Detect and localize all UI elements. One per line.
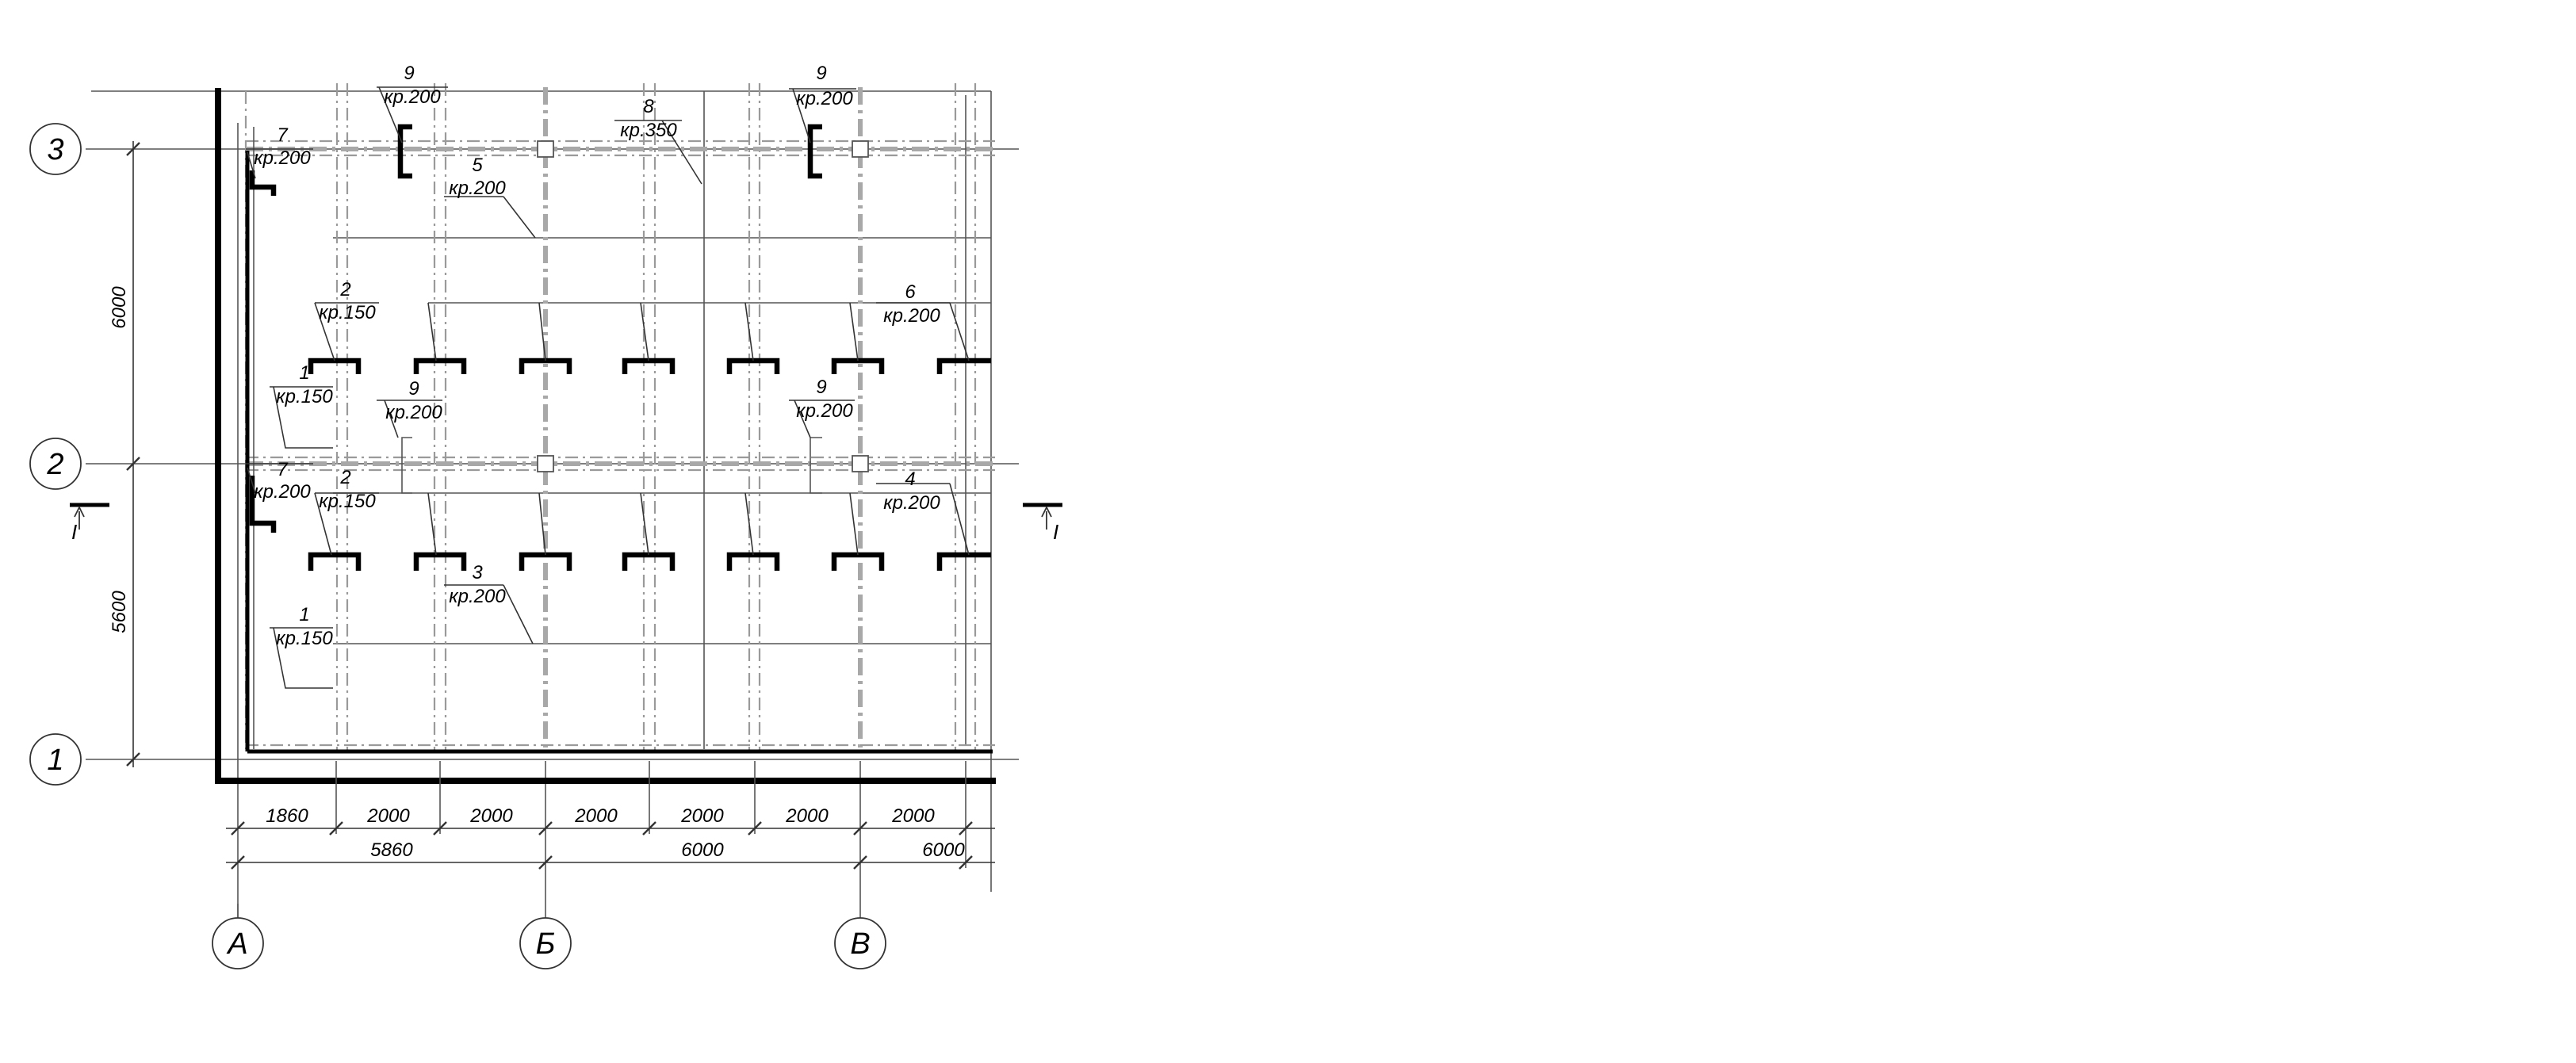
callout-label: кр.150: [319, 491, 376, 512]
row-axis-markers: 3 2 1: [29, 123, 82, 786]
dimension-value: 2000: [680, 805, 724, 827]
callout-number: 9: [404, 63, 414, 84]
channel-profile: [936, 552, 991, 571]
channel-profile: [622, 358, 676, 374]
callout-label: кр.200: [796, 88, 853, 109]
callout-number: 7: [277, 459, 289, 480]
dimension-value: 6000: [922, 839, 965, 861]
dimension-value: 2000: [366, 805, 410, 827]
axis-bubble: [834, 917, 886, 969]
callout-number: 7: [277, 124, 289, 146]
callout-number: 1: [299, 362, 309, 384]
column-v2: [852, 455, 869, 472]
axis-bubble: [29, 733, 82, 786]
callout-label: кр.350: [620, 120, 677, 141]
channel-profile: [622, 552, 676, 571]
callout-number: 6: [905, 281, 916, 303]
axis-label-row: 2: [46, 448, 63, 481]
callout-number: 2: [339, 467, 350, 488]
callout-label: кр.150: [319, 302, 376, 323]
axis-label-row: 3: [47, 133, 63, 166]
channel-profile: [936, 358, 991, 374]
axis-label-row: 1: [47, 744, 63, 777]
column-b3: [537, 140, 554, 158]
axis-bubble: [519, 917, 572, 969]
column-v3: [852, 140, 869, 158]
dimension-value: 6000: [109, 286, 130, 329]
column-b2: [537, 455, 554, 472]
columns: [537, 140, 869, 472]
dimension-value: 2000: [574, 805, 618, 827]
channel-profile: [308, 358, 362, 374]
channel-profile: [726, 358, 780, 374]
callout-number: 9: [816, 377, 826, 398]
channel-profiles: [249, 124, 991, 571]
section-marks: I I: [70, 503, 1062, 544]
channel-profile: [413, 552, 467, 571]
callout-number: 3: [472, 562, 483, 583]
channel-profile: [308, 552, 362, 571]
callout-label: кр.200: [449, 178, 506, 199]
channel-profile: [726, 552, 780, 571]
callout-label: кр.150: [276, 386, 333, 407]
dashed-members: [244, 83, 995, 753]
axis-label-column: В: [850, 927, 870, 961]
dimension-value: 5600: [109, 591, 130, 633]
callout-number: 9: [816, 63, 826, 84]
axis-bubble: [29, 123, 82, 175]
thin-grid: [86, 90, 1019, 967]
channel-profile: [249, 170, 277, 196]
section-label-left: I: [71, 520, 77, 544]
dimension-value: 5860: [370, 839, 413, 861]
channel-profile: [807, 124, 822, 179]
axis-label-column: Б: [536, 927, 556, 961]
callout-label: кр.200: [883, 492, 940, 514]
callout-number: 5: [472, 155, 483, 176]
callout-number: 2: [339, 279, 350, 300]
axis-bubble: [29, 438, 82, 490]
callouts: 9 кр.200 9 кр.200 8 кр.350 7 кр.200 5 кр…: [254, 63, 940, 649]
dimension-value: 6000: [681, 839, 724, 861]
channel-profile: [519, 358, 572, 374]
dimension-value: 2000: [469, 805, 513, 827]
callout-label: кр.200: [254, 147, 311, 169]
callout-label: кр.200: [449, 586, 506, 607]
callout-number: 1: [299, 604, 309, 625]
callout-label: кр.200: [385, 402, 442, 423]
callout-number: 8: [643, 96, 654, 117]
vertical-dimensions: 6000 5600: [109, 141, 140, 767]
channel-profile: [831, 358, 885, 374]
callout-leaders: [246, 86, 970, 689]
dimension-value: 2000: [891, 805, 935, 827]
axis-bubble: [212, 917, 264, 969]
callout-label: кр.200: [384, 86, 441, 108]
callout-label: кр.200: [883, 305, 940, 327]
callout-label: кр.150: [276, 628, 333, 649]
bracket-markers: [401, 437, 822, 494]
outer-walls: [215, 88, 996, 784]
callout-label: кр.200: [254, 481, 311, 503]
channel-profile: [397, 124, 412, 179]
dimension-value: 1860: [266, 805, 308, 827]
section-label-right: I: [1053, 520, 1058, 544]
axis-label-column: А: [226, 927, 247, 961]
callout-label: кр.200: [796, 400, 853, 422]
channel-profile: [249, 476, 277, 533]
column-axis-markers: А Б В: [212, 904, 886, 969]
callout-number: 4: [905, 468, 915, 490]
bottom-dimensions: 1860 2000 2000 2000 2000 2000 2000 5860 …: [226, 761, 995, 870]
callout-number: 9: [408, 378, 419, 400]
channel-profile: [413, 358, 467, 374]
dimension-value: 2000: [785, 805, 829, 827]
